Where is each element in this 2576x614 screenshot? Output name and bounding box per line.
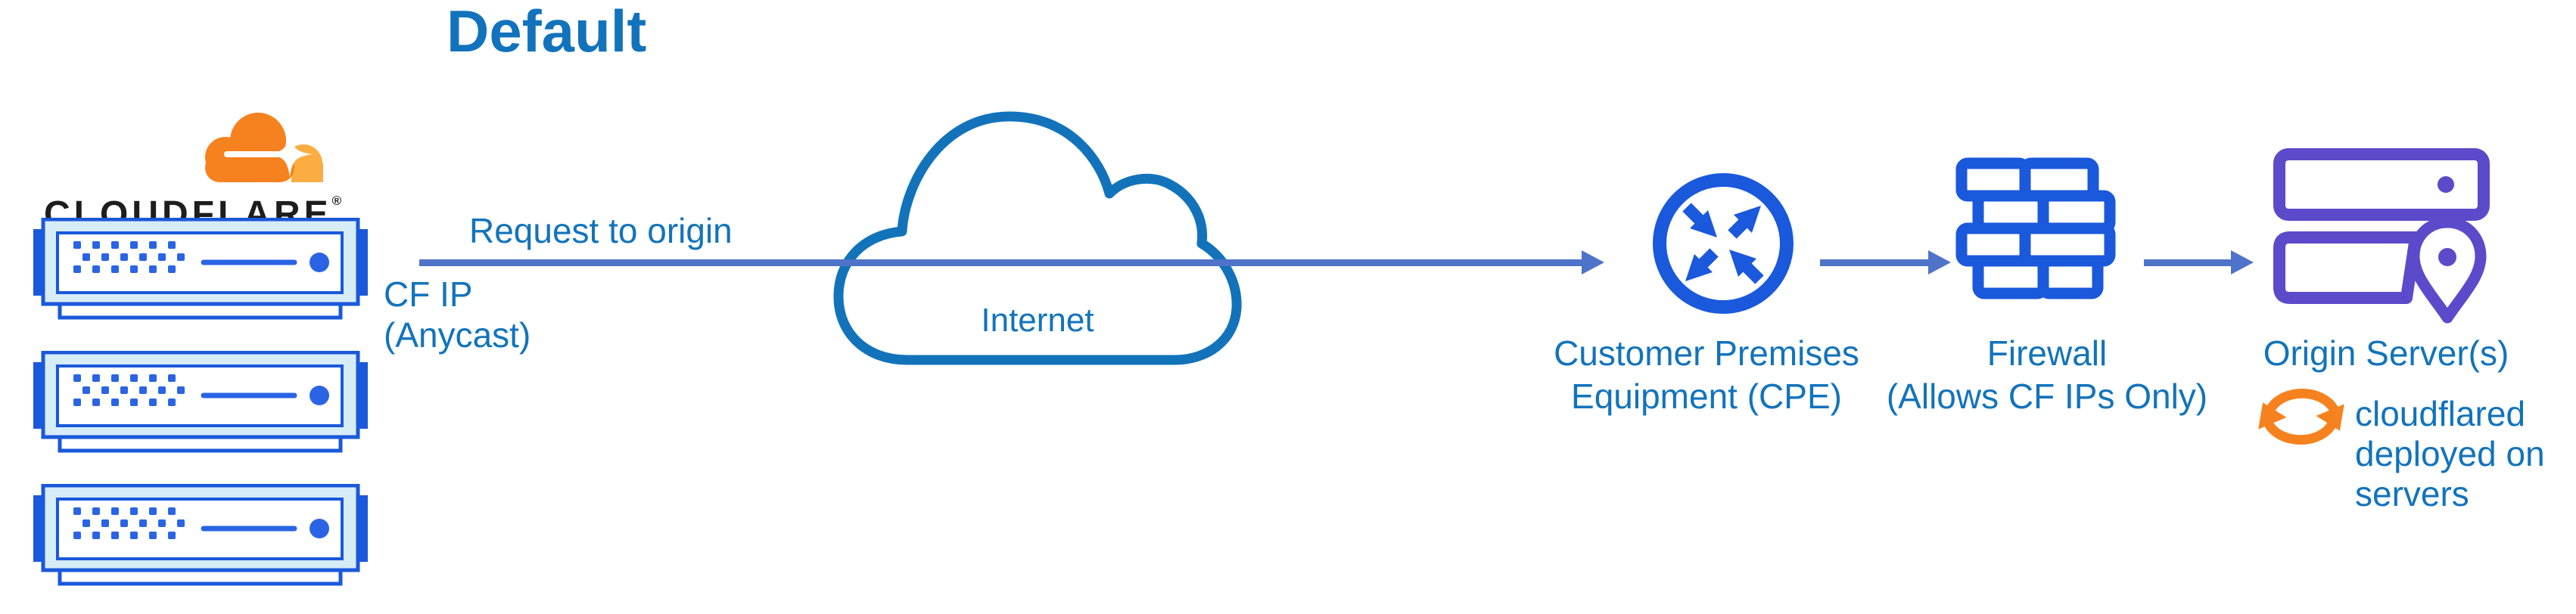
cf-ip-anycast-label: CF IP (Anycast): [384, 274, 530, 355]
cloudflare-server-icon: [33, 218, 368, 321]
cloudflare-logo-icon: [205, 113, 323, 182]
firewall-brick-icon: [1955, 157, 2116, 299]
cpe-router-icon: [1653, 173, 1794, 314]
diagram-title: Default: [446, 0, 647, 64]
cpe-label-line-2: Equipment (CPE): [1571, 377, 1842, 416]
firewall-label-line-1: Firewall: [1986, 333, 2108, 373]
cpe-label: Customer Premises Equipment (CPE): [1491, 332, 1922, 418]
cpe-to-firewall-arrow-line: [1820, 259, 1930, 266]
cloudflare-server-icon: [33, 484, 368, 587]
internet-label: Internet: [981, 302, 1094, 339]
firewall-to-origin-arrowhead: [2231, 250, 2254, 274]
cf-ip-line: CF IP: [384, 274, 473, 314]
cloudflare-server-icon: [33, 351, 368, 454]
anycast-line: (Anycast): [384, 315, 531, 355]
origin-server-icon: [2273, 148, 2490, 324]
request-arrow-line: [419, 259, 1582, 266]
cpe-label-line-1: Customer Premises: [1554, 333, 1859, 373]
sync-arrows-icon: [2258, 389, 2344, 445]
cloudflared-line-2: deployed on: [2355, 434, 2545, 473]
internet-cloud-icon: [833, 111, 1242, 365]
cloudflared-line-3: servers: [2355, 474, 2469, 513]
request-arrowhead: [1582, 250, 1604, 274]
registered-trademark: ®: [331, 194, 342, 208]
origin-servers-label: Origin Server(s): [2263, 333, 2509, 373]
firewall-to-origin-arrow-line: [2144, 259, 2232, 266]
firewall-label-line-2: (Allows CF IPs Only): [1886, 377, 2208, 416]
firewall-label: Firewall (Allows CF IPs Only): [1831, 332, 2263, 418]
cloudflared-line-1: cloudflared: [2355, 394, 2526, 433]
cpe-to-firewall-arrowhead: [1928, 250, 1951, 274]
request-to-origin-label: Request to origin: [469, 211, 733, 250]
cloudflared-label: cloudflared deployed on servers: [2355, 394, 2576, 514]
